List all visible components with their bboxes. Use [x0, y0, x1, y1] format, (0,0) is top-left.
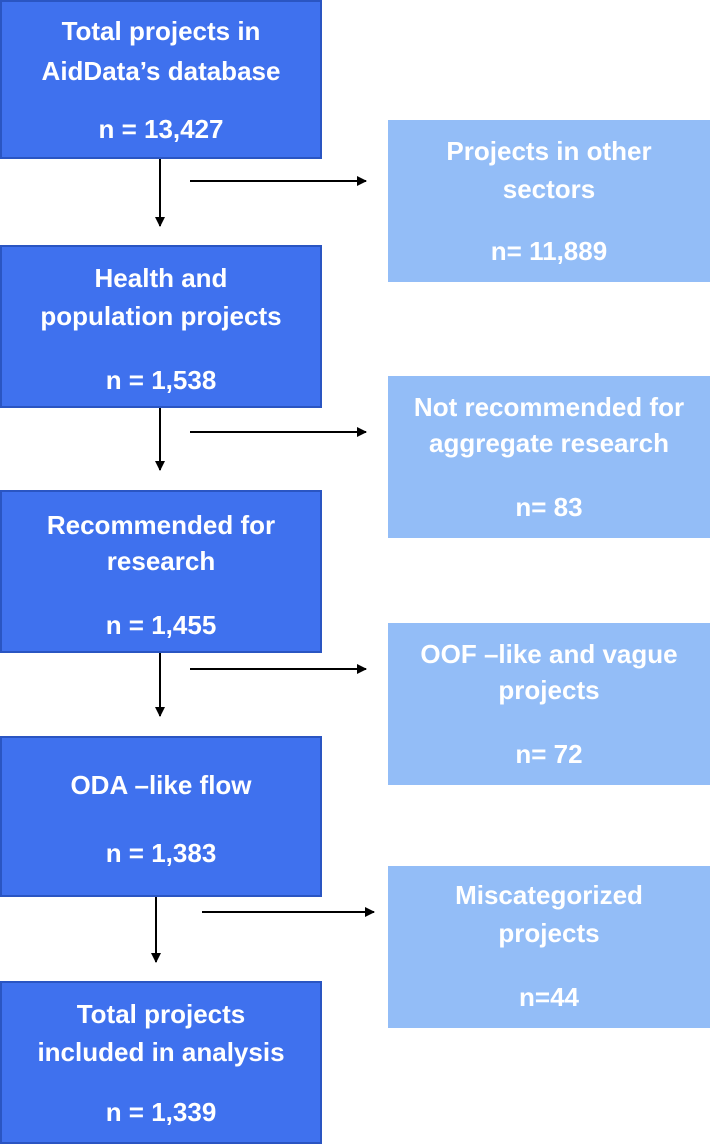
main-box-line: Health and	[94, 263, 228, 293]
main-box-recommended: Recommended for research n = 1,455	[0, 490, 322, 653]
exclusion-box-line: Projects in other	[446, 136, 652, 166]
main-box-line: ODA –like flow	[70, 770, 252, 800]
main-box-count: n = 1,339	[105, 1097, 217, 1127]
exclusion-box-oof-like: OOF –like and vague projects n= 72	[388, 623, 710, 785]
exclusion-box-line: Not recommended for	[413, 392, 685, 422]
exclusion-box-line: sectors	[502, 174, 596, 204]
main-box-count: n = 1,455	[105, 610, 217, 640]
main-box-line: AidData’s database	[41, 56, 281, 86]
main-box-line: Total projects	[76, 999, 246, 1029]
main-box-total-included: Total projects included in analysis n = …	[0, 981, 322, 1144]
main-box-line: population projects	[40, 301, 282, 331]
exclusion-box-line: projects	[498, 675, 600, 705]
main-box-line: included in analysis	[37, 1037, 285, 1067]
exclusion-box-line: Miscategorized	[455, 880, 643, 910]
exclusion-box-line: OOF –like and vague	[420, 639, 678, 669]
exclusion-box-miscategorized: Miscategorized projects n=44	[388, 866, 710, 1028]
main-box-health-population: Health and population projects n = 1,538	[0, 245, 322, 408]
main-box-count: n = 1,383	[105, 838, 217, 868]
main-box-count: n = 1,538	[105, 365, 217, 395]
exclusion-box-line: projects	[498, 918, 600, 948]
main-box-oda-like: ODA –like flow n = 1,383	[0, 736, 322, 897]
main-box-total-database: Total projects in AidData’s database n =…	[0, 0, 322, 159]
main-box-line: Total projects in	[61, 16, 261, 46]
exclusion-box-count: n=44	[519, 982, 579, 1012]
exclusion-box-count: n= 11,889	[490, 236, 608, 266]
main-box-line: research	[106, 546, 216, 576]
exclusion-box-line: aggregate research	[429, 428, 669, 458]
main-box-line: Recommended for	[46, 510, 276, 540]
main-box-count: n = 13,427	[98, 114, 224, 144]
exclusion-box-count: n= 72	[515, 739, 583, 769]
exclusion-box-count: n= 83	[515, 492, 583, 522]
exclusion-box-other-sectors: Projects in other sectors n= 11,889	[388, 120, 710, 282]
exclusion-box-not-recommended: Not recommended for aggregate research n…	[388, 376, 710, 538]
